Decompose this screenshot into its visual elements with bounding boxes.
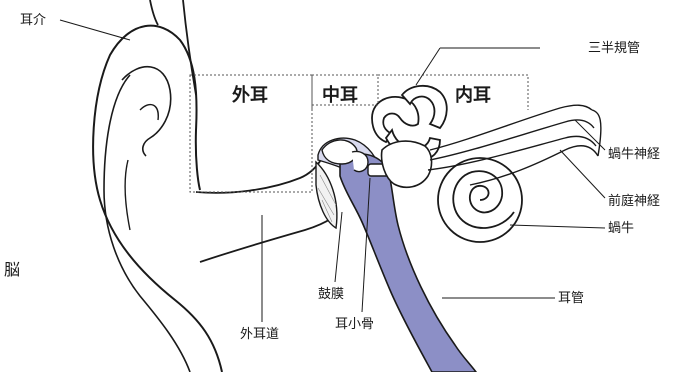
- label-semicircular-canals: 三半規管: [588, 42, 640, 55]
- label-ossicles: 耳小骨: [335, 318, 374, 331]
- ear-canal-lower: [200, 218, 332, 262]
- pinna-inner-fold: [104, 75, 190, 372]
- label-vestibular-nerve: 前庭神経: [608, 195, 660, 208]
- head-outline: [150, 0, 196, 95]
- region-label-middle-ear: 中耳: [322, 87, 358, 105]
- label-pinna: 耳介: [20, 14, 46, 27]
- cochlea-shape: [438, 158, 522, 242]
- label-cochlea: 蝸牛: [608, 222, 634, 235]
- region-label-outer-ear: 外耳: [232, 87, 268, 105]
- vestibule-shape: [382, 141, 432, 187]
- pinna-antihelix: [125, 105, 158, 230]
- pinna-helix: [122, 67, 171, 156]
- region-label-inner-ear: 内耳: [455, 87, 491, 105]
- eardrum-shape: [316, 162, 337, 228]
- label-eardrum: 鼓膜: [318, 288, 344, 301]
- pinna-outline: [93, 26, 222, 372]
- label-eustachian-tube: 耳管: [558, 292, 584, 305]
- label-brain: 脳: [4, 262, 20, 278]
- leader-lines: [60, 20, 605, 322]
- label-cochlear-nerve: 蝸牛神経: [608, 148, 660, 161]
- ear-canal-upper: [196, 158, 322, 193]
- label-ear-canal: 外耳道: [240, 328, 279, 341]
